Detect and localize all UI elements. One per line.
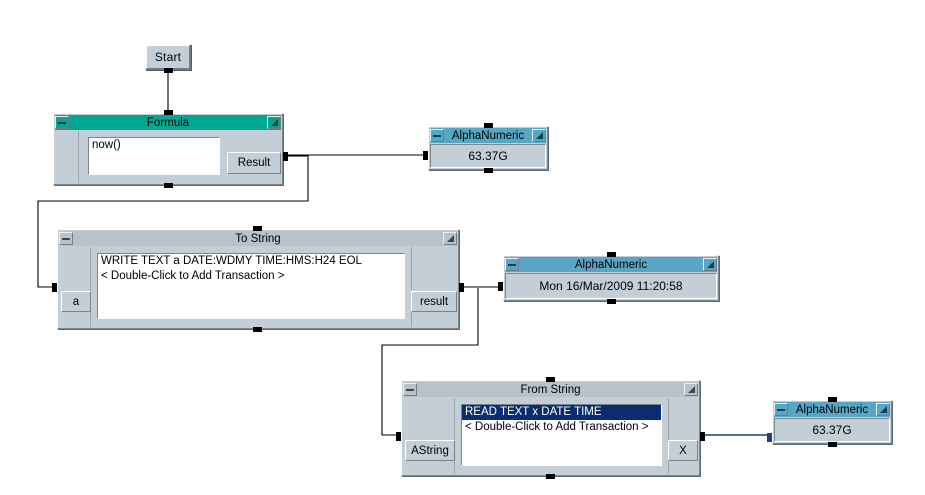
alphanumeric-2-top-nub bbox=[607, 252, 616, 257]
block-to-string[interactable]: To String WRITE TEXT a DATE:WDMY TIME:HM… bbox=[52, 226, 464, 332]
from-string-input-gutter bbox=[403, 398, 455, 474]
port-formula-result[interactable]: Result bbox=[227, 152, 281, 174]
alphanumeric-3-top-nub bbox=[828, 397, 837, 402]
block-alphanumeric-1[interactable]: AlphaNumeric 63.37G bbox=[423, 123, 548, 173]
port-from-string-astring-label: AString bbox=[411, 444, 449, 457]
block-from-string[interactable]: From String READ TEXT x DATE TIME < Doub… bbox=[396, 377, 705, 479]
port-to-string-result-label: result bbox=[419, 295, 449, 308]
minimize-icon[interactable] bbox=[59, 232, 73, 245]
block-formula-input-gutter bbox=[55, 131, 79, 183]
start-button[interactable]: Start bbox=[145, 44, 191, 70]
formula-result-nub bbox=[283, 152, 288, 161]
port-to-string-result[interactable]: result bbox=[411, 291, 457, 312]
formula-bottom-nub bbox=[164, 183, 173, 188]
from-string-top-nub bbox=[546, 377, 555, 382]
to-string-line-2[interactable]: < Double-Click to Add Transaction > bbox=[101, 270, 285, 282]
to-string-a-nub bbox=[52, 283, 57, 292]
alphanumeric-3-bottom-nub bbox=[828, 442, 837, 447]
port-from-string-astring[interactable]: AString bbox=[405, 440, 455, 461]
minimize-icon[interactable] bbox=[430, 129, 444, 142]
alphanumeric-2-value: Mon 16/Mar/2009 11:20:58 bbox=[505, 273, 717, 299]
port-from-string-x[interactable]: X bbox=[668, 440, 698, 461]
resize-icon[interactable] bbox=[684, 383, 698, 396]
block-alphanumeric-2[interactable]: AlphaNumeric Mon 16/Mar/2009 11:20:58 bbox=[498, 252, 719, 304]
block-from-string-titlebar[interactable]: From String bbox=[403, 382, 698, 397]
alphanumeric-2-bottom-nub bbox=[607, 299, 616, 304]
alphanumeric-1-value: 63.37G bbox=[430, 144, 546, 168]
block-alphanumeric-2-titlebar[interactable]: AlphaNumeric bbox=[505, 257, 717, 272]
formula-top-nub bbox=[164, 110, 173, 115]
to-string-result-nub bbox=[459, 283, 464, 292]
to-string-top-nub bbox=[253, 226, 262, 231]
resize-icon[interactable] bbox=[703, 258, 717, 271]
block-to-string-titlebar[interactable]: To String bbox=[59, 231, 457, 246]
resize-icon[interactable] bbox=[532, 129, 546, 142]
block-from-string-title: From String bbox=[520, 383, 581, 396]
block-from-string-body: READ TEXT x DATE TIME < Double-Click to … bbox=[403, 398, 698, 474]
to-string-output-gutter bbox=[411, 247, 457, 327]
block-to-string-body: WRITE TEXT a DATE:WDMY TIME:HMS:H24 EOL … bbox=[59, 247, 457, 327]
block-to-string-title: To String bbox=[235, 232, 281, 245]
port-from-string-x-label: X bbox=[679, 444, 687, 457]
from-string-astring-nub bbox=[396, 432, 401, 441]
from-string-bottom-nub bbox=[546, 474, 555, 479]
resize-icon[interactable] bbox=[876, 403, 890, 416]
block-alphanumeric-3[interactable]: AlphaNumeric 63.37G bbox=[767, 397, 892, 447]
alphanumeric-3-input-nub bbox=[767, 433, 772, 442]
block-alphanumeric-3-title: AlphaNumeric bbox=[795, 403, 869, 416]
alphanumeric-2-input-nub bbox=[498, 282, 503, 291]
alphanumeric-3-value: 63.37G bbox=[774, 418, 890, 442]
resize-icon[interactable] bbox=[443, 232, 457, 245]
port-to-string-a[interactable]: a bbox=[61, 291, 91, 312]
from-string-output-gutter bbox=[668, 398, 698, 474]
block-formula[interactable]: Formula now() Result bbox=[53, 110, 288, 188]
block-alphanumeric-1-title: AlphaNumeric bbox=[451, 129, 525, 142]
from-string-line-2[interactable]: < Double-Click to Add Transaction > bbox=[465, 421, 649, 433]
to-string-input-gutter bbox=[59, 247, 91, 327]
to-string-line-1: WRITE TEXT a DATE:WDMY TIME:HMS:H24 EOL bbox=[101, 255, 362, 267]
wire-result-to-fromstring-astring bbox=[381, 288, 479, 436]
start-output-nub bbox=[164, 68, 173, 73]
resize-icon[interactable] bbox=[267, 116, 281, 129]
to-string-transaction-editor[interactable]: WRITE TEXT a DATE:WDMY TIME:HMS:H24 EOL … bbox=[96, 252, 406, 320]
minimize-icon[interactable] bbox=[774, 403, 788, 416]
minimize-icon[interactable] bbox=[55, 116, 69, 129]
to-string-bottom-nub bbox=[253, 327, 262, 332]
from-string-line-1[interactable]: READ TEXT x DATE TIME bbox=[462, 405, 661, 420]
block-formula-body: now() Result bbox=[55, 131, 281, 183]
minimize-icon[interactable] bbox=[505, 258, 519, 271]
port-formula-result-label: Result bbox=[237, 157, 271, 169]
wire-result-to-tostring-a bbox=[37, 155, 309, 288]
block-formula-titlebar[interactable]: Formula bbox=[55, 115, 281, 130]
block-alphanumeric-1-titlebar[interactable]: AlphaNumeric bbox=[430, 128, 546, 143]
alphanumeric-1-top-nub bbox=[484, 123, 493, 128]
block-alphanumeric-3-titlebar[interactable]: AlphaNumeric bbox=[774, 402, 890, 417]
alphanumeric-1-bottom-nub bbox=[484, 168, 493, 173]
block-alphanumeric-2-title: AlphaNumeric bbox=[574, 258, 648, 271]
formula-expression-line: now() bbox=[92, 139, 121, 151]
start-button-label: Start bbox=[154, 50, 182, 64]
from-string-transaction-editor[interactable]: READ TEXT x DATE TIME < Double-Click to … bbox=[460, 403, 663, 467]
port-to-string-a-label: a bbox=[72, 295, 80, 308]
formula-expression-editor[interactable]: now() bbox=[87, 136, 221, 176]
alphanumeric-1-input-nub bbox=[423, 151, 428, 160]
block-formula-title: Formula bbox=[146, 116, 190, 129]
from-string-x-nub bbox=[700, 432, 705, 441]
minimize-icon[interactable] bbox=[403, 383, 417, 396]
